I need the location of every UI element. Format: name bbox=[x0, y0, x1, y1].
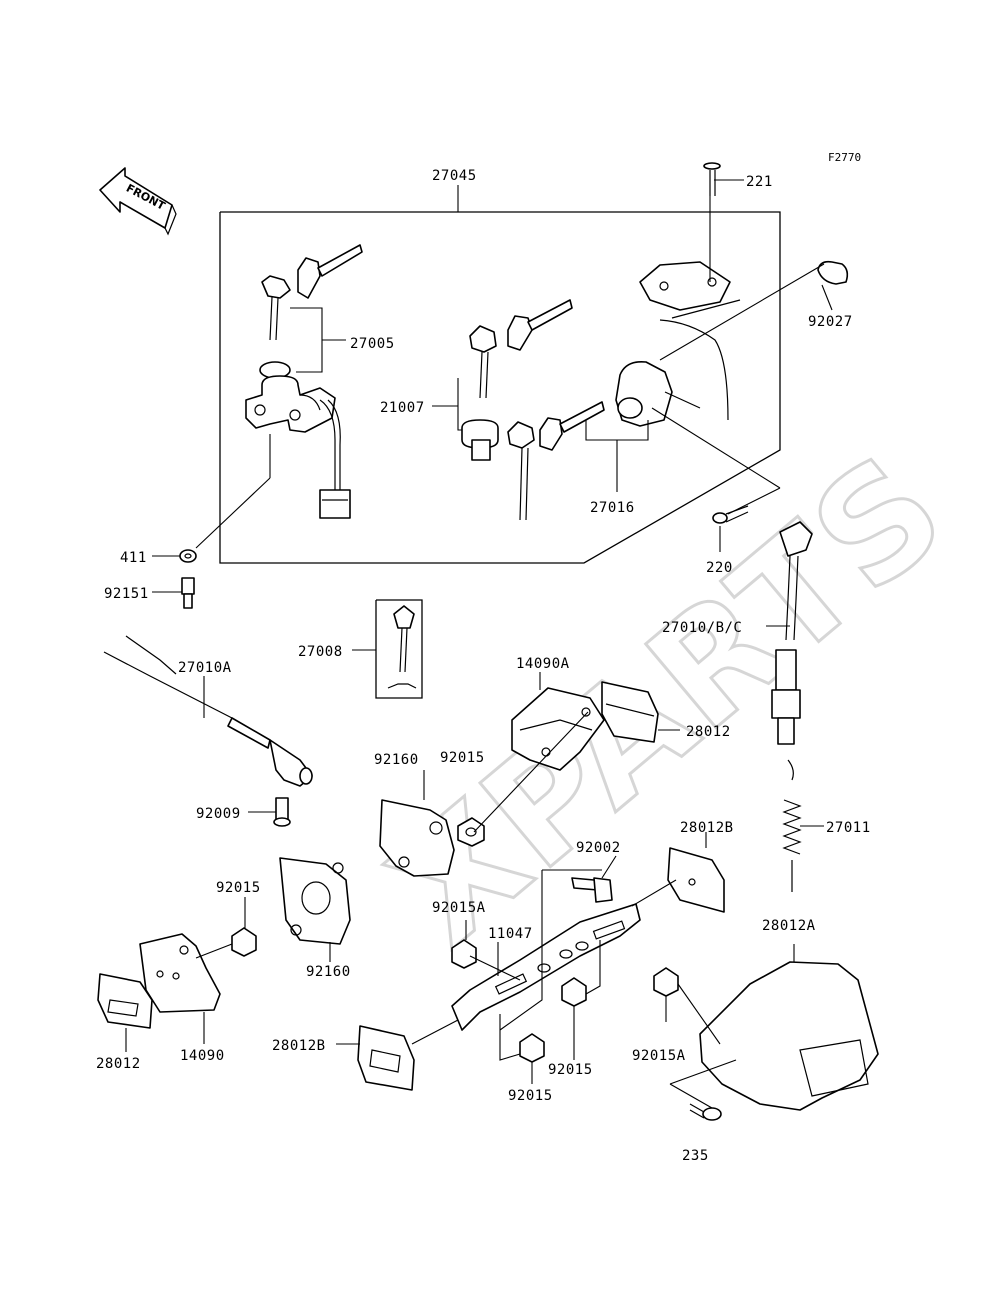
callout-411: 411 bbox=[120, 550, 147, 566]
spring-27011 bbox=[782, 759, 802, 892]
nut-92015A-mid bbox=[451, 939, 477, 969]
callout-27011: 27011 bbox=[826, 820, 871, 836]
callout-21007: 21007 bbox=[380, 400, 425, 416]
washer-411 bbox=[179, 549, 197, 563]
figure-code: F2770 bbox=[828, 151, 861, 164]
screw-221 bbox=[703, 162, 721, 196]
callout-14090A: 14090A bbox=[516, 656, 570, 672]
bracket-14090A bbox=[511, 687, 605, 771]
front-arrow-icon: FRONT bbox=[99, 167, 177, 236]
lock-key-set-21007 bbox=[461, 299, 573, 461]
bolt-92002 bbox=[571, 877, 613, 903]
callout-27016: 27016 bbox=[590, 500, 635, 516]
callout-28012A: 28012A bbox=[762, 918, 816, 934]
leader-lines bbox=[125, 179, 833, 1109]
callout-labels: 27045 221 92027 27005 21007 27016 411 92… bbox=[96, 168, 871, 1164]
callout-92160-top: 92160 bbox=[374, 752, 419, 768]
bolt-92151 bbox=[181, 577, 195, 609]
callout-27008: 27008 bbox=[298, 644, 343, 660]
callout-92160-bottom: 92160 bbox=[306, 964, 351, 980]
callout-27045: 27045 bbox=[432, 168, 477, 184]
key-27008 bbox=[375, 599, 423, 699]
bolt-92009 bbox=[273, 797, 291, 827]
sleeve-92027 bbox=[817, 260, 849, 285]
callout-92015-top: 92015 bbox=[440, 750, 485, 766]
callout-28012-right: 28012 bbox=[686, 724, 731, 740]
license-light-28012A bbox=[699, 961, 879, 1111]
switch-cable-27010BC bbox=[771, 521, 813, 745]
watermark-text: XPARTS bbox=[361, 422, 978, 979]
callout-27010A: 27010A bbox=[178, 660, 232, 676]
nut-92015-top bbox=[457, 817, 485, 847]
nut-92015-bottom-right bbox=[561, 977, 587, 1007]
nut-92015A-right bbox=[653, 967, 679, 997]
callout-92015-bottom-right: 92015 bbox=[548, 1062, 593, 1078]
callout-92015-bottom: 92015 bbox=[508, 1088, 553, 1104]
callout-92009: 92009 bbox=[196, 806, 241, 822]
callout-28012-left: 28012 bbox=[96, 1056, 141, 1072]
reflector-28012-right bbox=[601, 681, 659, 743]
callout-221: 221 bbox=[746, 174, 773, 190]
key-set-27016 bbox=[507, 401, 605, 521]
callout-28012B-left: 28012B bbox=[272, 1038, 326, 1054]
callout-11047: 11047 bbox=[488, 926, 533, 942]
reflector-28012B-upper bbox=[667, 847, 725, 913]
callout-28012B-right: 28012B bbox=[680, 820, 734, 836]
plate-92160-upper bbox=[379, 799, 455, 877]
callout-92151: 92151 bbox=[104, 586, 149, 602]
callout-235: 235 bbox=[682, 1148, 709, 1164]
callout-220: 220 bbox=[706, 560, 733, 576]
reflector-28012B-lower bbox=[357, 1025, 415, 1091]
callout-92015-left: 92015 bbox=[216, 880, 261, 896]
nut-92015-bottom bbox=[519, 1033, 545, 1063]
ignition-switch-assembly bbox=[245, 244, 363, 519]
callout-92015A-mid: 92015A bbox=[432, 900, 486, 916]
reflector-28012-left bbox=[97, 973, 153, 1029]
screw-220 bbox=[712, 505, 749, 524]
nut-92015-left bbox=[231, 927, 257, 957]
callout-92027: 92027 bbox=[808, 314, 853, 330]
seat-lock-body bbox=[615, 261, 741, 427]
callout-92015A-right: 92015A bbox=[632, 1048, 686, 1064]
callout-27010BC: 27010/B/C bbox=[662, 620, 742, 636]
callout-14090: 14090 bbox=[180, 1048, 225, 1064]
switch-cable-27010A bbox=[103, 635, 313, 787]
screw-235 bbox=[689, 1103, 722, 1121]
callout-92002: 92002 bbox=[576, 840, 621, 856]
bracket-11047 bbox=[451, 903, 641, 1031]
callout-27005: 27005 bbox=[350, 336, 395, 352]
ignition-kit-box bbox=[219, 185, 781, 564]
plate-92160-lower bbox=[279, 857, 351, 945]
